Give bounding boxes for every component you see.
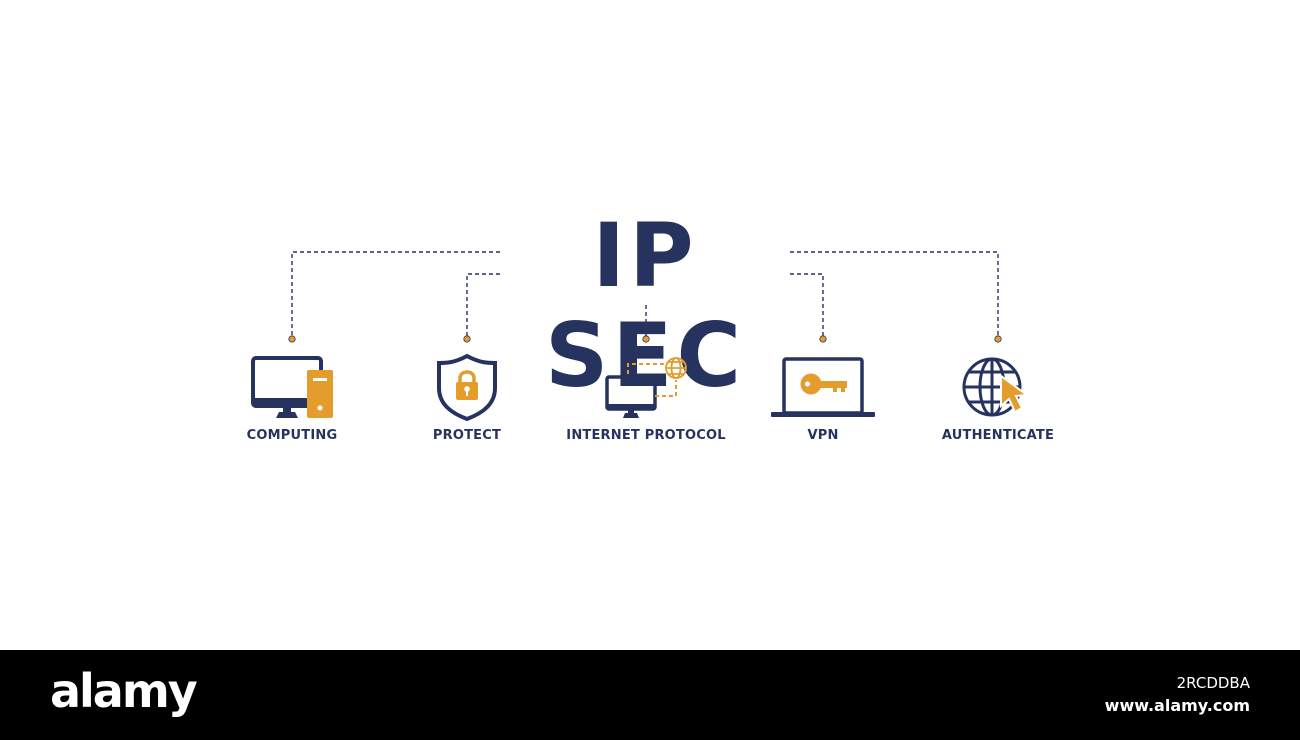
laptop-key-icon [771, 357, 875, 417]
connector-vpn [790, 273, 824, 336]
connector-dot [642, 335, 650, 343]
item-vpn: VPN [723, 350, 923, 450]
desktop-computer-icon [251, 356, 333, 418]
image-id: 2RCDDBA [1176, 674, 1250, 692]
connector-computing [291, 251, 500, 336]
connector-protect [466, 273, 500, 336]
connector-lines [288, 251, 1002, 343]
item-label: PROTECT [432, 428, 502, 443]
site-url: www.alamy.com [1104, 696, 1250, 715]
connector-dot [819, 335, 827, 343]
globe-cursor-icon [962, 357, 1030, 417]
diagram-canvas: IP SEC COMPUTING PROTECT [192, 204, 1098, 450]
page-title: IP SEC [544, 204, 746, 407]
item-protect: PROTECT [367, 350, 567, 450]
item-label: VPN [807, 428, 839, 443]
connector-authenticate [790, 251, 999, 336]
stock-footer-bar: alamy 2RCDDBA www.alamy.com [0, 650, 1300, 740]
shield-lock-icon [437, 353, 497, 422]
connector-dot [994, 335, 1002, 343]
item-authenticate: AUTHENTICATE [898, 350, 1098, 450]
item-internet-protocol: INTERNET PROTOCOL [546, 350, 746, 450]
item-label: INTERNET PROTOCOL [566, 428, 726, 443]
item-computing: COMPUTING [192, 350, 392, 450]
item-label: AUTHENTICATE [941, 428, 1055, 443]
connector-dot [463, 335, 471, 343]
connector-dot [288, 335, 296, 343]
item-label: COMPUTING [246, 428, 338, 443]
alamy-logo: alamy [50, 664, 198, 718]
monitor-globe-network-icon [605, 357, 687, 418]
